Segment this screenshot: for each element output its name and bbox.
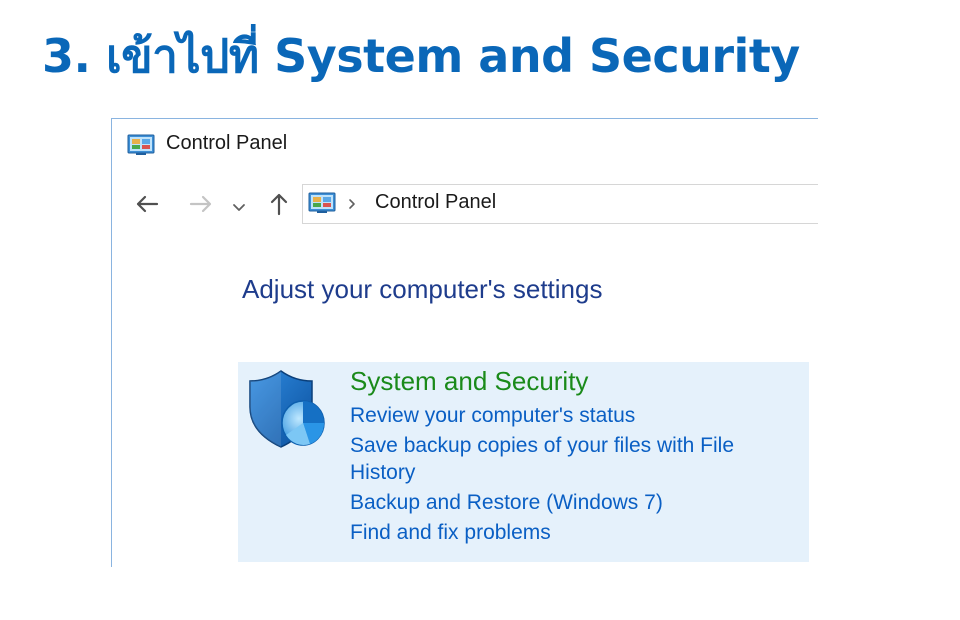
forward-button[interactable] bbox=[186, 191, 216, 221]
category-title-link[interactable]: System and Security bbox=[350, 366, 589, 396]
arrow-right-icon bbox=[189, 194, 213, 218]
back-button[interactable] bbox=[132, 191, 162, 221]
link-backup-restore[interactable]: Backup and Restore (Windows 7) bbox=[350, 491, 663, 514]
link-file-history[interactable]: Save backup copies of your files with Fi… bbox=[350, 434, 735, 484]
window-title: Control Panel bbox=[166, 132, 288, 154]
chevron-down-icon bbox=[232, 197, 246, 216]
control-panel-window: Control Panel bbox=[111, 118, 818, 567]
arrow-up-icon bbox=[269, 192, 289, 220]
recent-locations-button[interactable] bbox=[227, 191, 251, 221]
shield-icon[interactable] bbox=[246, 367, 326, 453]
slide-heading: 3. เข้าไปที่ System and Security bbox=[42, 29, 800, 83]
address-bar[interactable]: Control Panel bbox=[302, 184, 818, 224]
page-title: Adjust your computer's settings bbox=[242, 274, 603, 304]
title-bar: Control Panel bbox=[112, 119, 818, 171]
chevron-right-icon bbox=[345, 196, 359, 210]
arrow-left-icon bbox=[135, 194, 159, 218]
control-panel-icon bbox=[308, 192, 336, 214]
link-find-fix-problems[interactable]: Find and fix problems bbox=[350, 521, 551, 544]
breadcrumb-control-panel[interactable]: Control Panel bbox=[375, 191, 497, 213]
category-system-and-security: System and Security Review your computer… bbox=[238, 362, 809, 562]
link-review-status[interactable]: Review your computer's status bbox=[350, 404, 636, 427]
control-panel-icon bbox=[127, 134, 155, 156]
up-button[interactable] bbox=[264, 191, 294, 221]
